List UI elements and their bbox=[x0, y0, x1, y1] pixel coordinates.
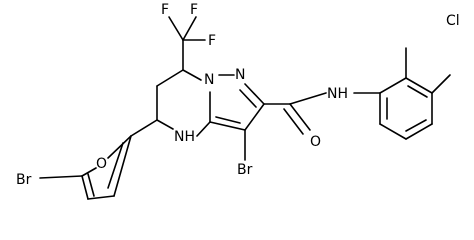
bond-ar1-ar2 bbox=[379, 77, 407, 94]
atom-labels: F F F Cl O N N NH NH Br Br O bbox=[16, 2, 460, 188]
molecule-structure-diagram: F F F Cl O N N NH NH Br Br O bbox=[16, 2, 460, 200]
bond-carbonyl-o bbox=[289, 103, 311, 131]
bond-c3-c3a-double bbox=[215, 116, 241, 124]
bond-ar4-ar5 bbox=[405, 123, 433, 140]
atom-br-furan: Br bbox=[16, 172, 32, 188]
bond-cf3-f1 bbox=[168, 16, 184, 41]
bond-cf3-f2 bbox=[182, 16, 197, 41]
bond-ar5-ar6 bbox=[379, 123, 407, 140]
bonds bbox=[39, 16, 451, 200]
atom-n-ring-2: N bbox=[235, 67, 245, 83]
bond-c3-c3a bbox=[209, 121, 246, 131]
bond-ar2-ar3-double bbox=[407, 85, 428, 98]
bond-fu2-fo bbox=[107, 135, 132, 159]
atom-f1: F bbox=[161, 2, 169, 18]
bond-n2-c2-double bbox=[239, 89, 257, 108]
bond-c5-nh bbox=[156, 119, 174, 130]
bond-fo-fu5 bbox=[81, 167, 97, 177]
bond-ar2-ar3 bbox=[405, 77, 433, 94]
bond-c7-c6 bbox=[156, 69, 184, 87]
bond-nh-c3a bbox=[196, 121, 211, 137]
bond-fu5-br bbox=[39, 175, 83, 179]
bond-fu3-fu2 bbox=[113, 135, 132, 197]
bond-fu5-fu4 bbox=[81, 175, 89, 200]
bond-ar3-cl bbox=[431, 74, 451, 94]
bond-c5-furan bbox=[130, 119, 158, 137]
atom-n-ring-1: N bbox=[204, 72, 214, 88]
atom-br-pyrazole: Br bbox=[237, 162, 253, 178]
bond-n1-c7 bbox=[182, 69, 202, 81]
atom-nh-ring: NH bbox=[174, 129, 195, 145]
bond-carbonyl-o-double bbox=[283, 108, 304, 135]
bond-fu5-fu4-double bbox=[87, 173, 95, 197]
bond-fu3-fu2-double bbox=[107, 142, 124, 189]
atom-nh-amide: NH bbox=[327, 86, 348, 102]
bond-n2-c2 bbox=[244, 83, 265, 105]
bond-c2-c3 bbox=[244, 103, 265, 131]
atom-o-carbonyl: O bbox=[310, 134, 321, 150]
bond-ar4-ar5-double bbox=[405, 119, 427, 132]
atom-o-furan: O bbox=[96, 156, 107, 172]
bond-carbonyl-nh bbox=[289, 92, 327, 105]
atom-cl: Cl bbox=[446, 13, 460, 29]
bond-fu4-fu3 bbox=[87, 195, 115, 200]
atom-f3: F bbox=[208, 33, 216, 49]
atom-f2: F bbox=[190, 2, 198, 18]
